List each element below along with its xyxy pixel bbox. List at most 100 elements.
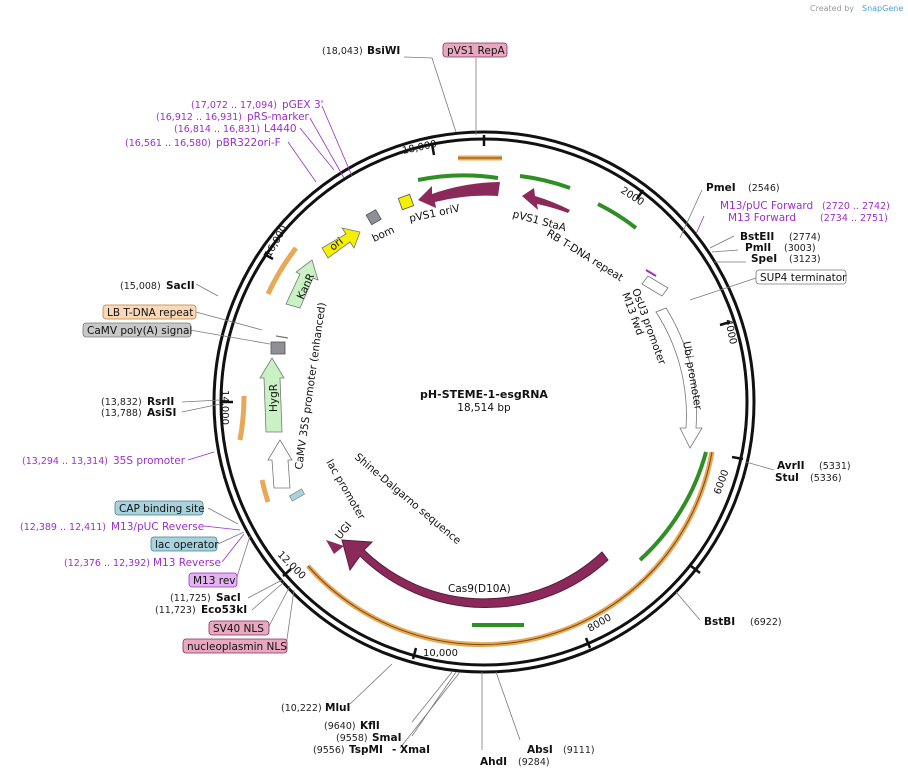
osu3-feature xyxy=(641,275,669,297)
enzyme-position: (5331) xyxy=(819,461,851,472)
enzyme-name[interactable]: KflI xyxy=(360,720,380,732)
feature-name[interactable]: pRS-marker xyxy=(247,111,310,123)
box-label: lac operator xyxy=(155,539,219,551)
enzyme-position: (5336) xyxy=(810,473,842,484)
credit-prefix: Created by xyxy=(810,4,854,13)
box-m13-rev[interactable]: M13 rev xyxy=(188,572,238,588)
feature-name[interactable]: M13/pUC Forward xyxy=(720,200,813,212)
hygr-label: HygR xyxy=(268,384,280,412)
box-label: nucleoplasmin NLS xyxy=(187,641,287,653)
box-lac-operator[interactable]: lac operator xyxy=(150,536,219,552)
enzyme-position: (18,043) xyxy=(322,46,363,57)
enzyme-name[interactable]: RsrII xyxy=(147,396,174,408)
enzyme-position: (11,723) xyxy=(155,605,196,616)
enzyme-position: (3123) xyxy=(789,254,821,265)
feature-name[interactable]: 35S promoter xyxy=(113,455,186,467)
enzyme-name[interactable]: StuI xyxy=(775,472,799,484)
feature-name[interactable]: L4440 xyxy=(264,123,297,135)
feature-name[interactable]: pBR322ori-F xyxy=(216,137,281,149)
box-label: SUP4 terminator xyxy=(760,272,847,284)
enzyme-name[interactable]: TspMI xyxy=(349,744,383,756)
pvs1-staa-label: pVS1 StaA xyxy=(511,208,568,234)
enzyme-name[interactable]: SmaI xyxy=(372,732,402,744)
enzyme-position: (9558) xyxy=(336,733,368,744)
tick-label: 18,000 xyxy=(401,139,438,157)
ori-feature xyxy=(321,227,361,259)
primer-arc-strands xyxy=(307,157,713,646)
box-nucleoplasmin-nls[interactable]: nucleoplasmin NLS xyxy=(182,638,288,654)
lb-tdna-marker xyxy=(275,335,289,339)
enzyme-position: (3003) xyxy=(784,243,816,254)
leader-lines xyxy=(181,56,775,750)
enzymes-bottom: AbsI (9111) AhdI (9284) (10,222) MluI (9… xyxy=(281,702,595,768)
enzyme-position: (15,008) xyxy=(120,281,161,292)
camv35s-feature xyxy=(267,439,293,489)
tick-marks xyxy=(222,135,744,660)
plasmid-name: pH-STEME-1-esgRNA xyxy=(420,388,548,401)
feature-name[interactable]: M13/pUC Reverse xyxy=(111,521,204,533)
box-label: pVS1 RepA xyxy=(447,45,505,57)
hygr-feature xyxy=(259,357,285,433)
enzyme-position: (9556) xyxy=(313,745,345,756)
kanr-feature xyxy=(285,259,319,309)
feature-name[interactable]: M13 Reverse xyxy=(153,557,221,569)
camv-polya-marker xyxy=(270,341,286,355)
tick-label: 10,000 xyxy=(423,648,458,659)
enzyme-name[interactable]: AsiSI xyxy=(147,407,176,419)
enzyme-name[interactable]: PmlI xyxy=(745,242,771,254)
tick-label: 14,000 xyxy=(219,390,230,425)
enzyme-position: (9111) xyxy=(563,745,595,756)
sup4-terminator-box[interactable]: SUP4 terminator xyxy=(755,269,847,285)
enzyme-position: (13,788) xyxy=(101,408,142,419)
enzyme-alt-name[interactable]: - XmaI xyxy=(392,744,430,756)
enzyme-position: (13,832) xyxy=(101,397,142,408)
enzyme-name[interactable]: AhdI xyxy=(480,756,507,768)
boxed-features-left: pVS1 RepA LB T-DNA repeat CaMV poly(A) s… xyxy=(82,42,508,654)
lac-promoter-marker xyxy=(289,488,305,502)
feature-position: (13,294 .. 13,314) xyxy=(22,456,108,467)
enzyme-name[interactable]: BstBI xyxy=(704,616,735,628)
enzyme-name[interactable]: Eco53kI xyxy=(201,604,247,616)
rb-tdna-label: RB T-DNA repeat xyxy=(544,227,625,284)
ugi-feature xyxy=(326,540,344,554)
enzyme-position: (11,725) xyxy=(170,593,211,604)
enzyme-position: (2546) xyxy=(748,183,780,194)
box-sv40-nls[interactable]: SV40 NLS xyxy=(208,620,270,636)
enzyme-position: (9640) xyxy=(324,721,356,732)
enzyme-name[interactable]: SacII xyxy=(166,280,195,292)
enzyme-name[interactable]: MluI xyxy=(325,702,350,714)
feature-position: (12,389 .. 12,411) xyxy=(20,522,106,533)
ubi-promoter-feature xyxy=(655,307,703,449)
feature-position: (12,376 .. 12,392) xyxy=(64,558,150,569)
box-pvs1-repa[interactable]: pVS1 RepA xyxy=(442,42,508,58)
enzyme-name[interactable]: SpeI xyxy=(751,253,777,265)
box-label: CaMV poly(A) signal xyxy=(87,325,192,337)
box-lb-tdna[interactable]: LB T-DNA repeat xyxy=(102,304,197,320)
box-cap-binding[interactable]: CAP binding site xyxy=(114,500,205,516)
credit-brand: SnapGene xyxy=(862,4,903,13)
enzyme-position: (10,222) xyxy=(281,703,322,714)
pvs1-staa-feature xyxy=(522,188,570,213)
m13fwd-marker xyxy=(645,269,657,277)
oriv-marker xyxy=(397,193,415,211)
cas9-label: Cas9(D10A) xyxy=(448,583,511,595)
enzyme-name[interactable]: AvrII xyxy=(777,460,805,472)
enzyme-position: (6922) xyxy=(750,617,782,628)
box-label: CAP binding site xyxy=(119,503,205,515)
enzyme-name[interactable]: AbsI xyxy=(527,744,553,756)
feature-name[interactable]: pGEX 3' xyxy=(282,99,324,111)
enzyme-name[interactable]: SacI xyxy=(216,592,241,604)
pvs1-oriv-feature xyxy=(418,182,500,208)
box-camv-polya[interactable]: CaMV poly(A) signal xyxy=(82,322,192,338)
feature-position: (16,561 .. 16,580) xyxy=(125,138,211,149)
enzyme-name[interactable]: PmeI xyxy=(706,182,736,194)
enzyme-name[interactable]: BsiWI xyxy=(367,45,400,57)
tick-label: 2000 xyxy=(618,185,645,208)
tick-label: 6000 xyxy=(712,468,731,496)
feature-position: (2734 .. 2751) xyxy=(820,213,888,224)
feature-name[interactable]: M13 Forward xyxy=(728,212,796,224)
feature-position: (2720 .. 2742) xyxy=(822,201,890,212)
shine-label: Shine-Dalgarno sequence xyxy=(352,451,463,547)
enzyme-name[interactable]: BstEII xyxy=(740,231,774,243)
